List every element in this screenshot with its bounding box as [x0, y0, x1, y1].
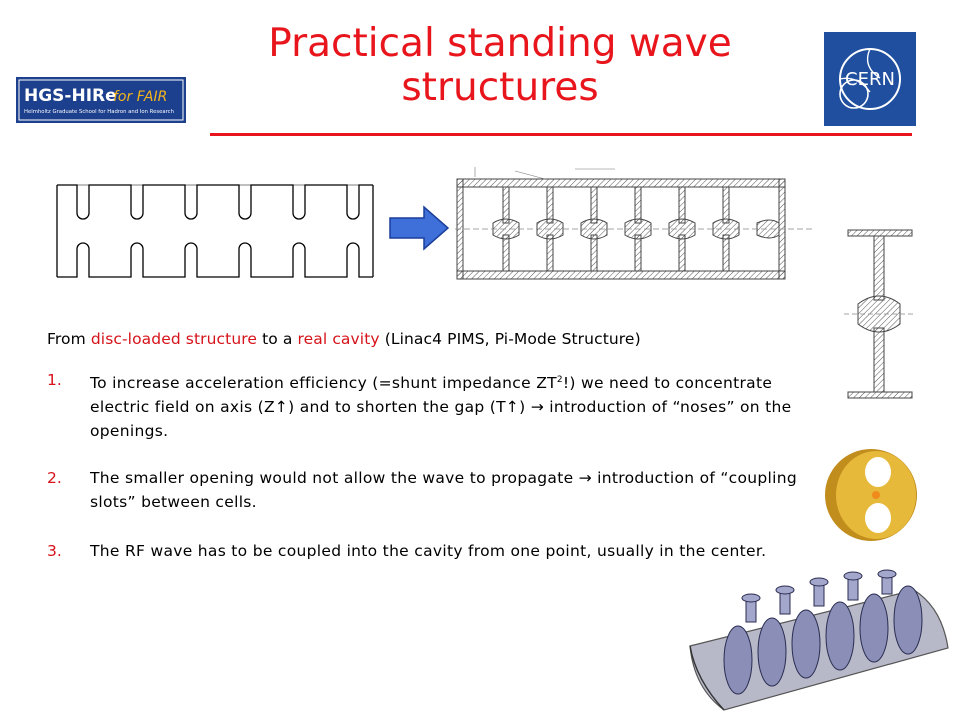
list-item-number: 2. [47, 469, 62, 487]
intro-highlight-real-cavity: real cavity [297, 330, 380, 348]
cavity-cell-render [825, 449, 917, 541]
intro-part1: From [47, 330, 91, 348]
hgs-logo-subtitle: Helmholtz Graduate School for Hadron and… [24, 109, 174, 115]
intro-text: From disc-loaded structure to a real cav… [47, 330, 641, 348]
hgs-logo-suffix: for FAIR [113, 89, 167, 105]
title-underline [210, 133, 912, 136]
list-item-number: 1. [47, 371, 62, 389]
list-item-text: The RF wave has to be coupled into the c… [90, 542, 767, 560]
intro-part3: (Linac4 PIMS, Pi-Mode Structure) [379, 330, 641, 348]
cern-logo: CERN [824, 32, 916, 126]
slide-title: Practical standing wave structures [200, 22, 800, 110]
intro-highlight-disc-loaded: disc-loaded structure [90, 330, 258, 348]
slide-title-line1: Practical standing wave [268, 21, 732, 66]
slide-title-line2: structures [401, 65, 599, 110]
right-arrow-icon [389, 205, 450, 251]
list-item-text: To increase acceleration efficiency (=sh… [90, 368, 830, 443]
pims-cavity-drawing [455, 167, 813, 280]
list-item-text: The smaller opening would not allow the … [90, 469, 798, 511]
cell-cross-section-drawing [844, 229, 916, 399]
hgs-hire-logo: HGS-HIRe for FAIR Helmholtz Graduate Sch… [16, 77, 186, 123]
list-item-text-a: To increase acceleration efficiency (=sh… [90, 374, 557, 393]
intro-part2: to a [257, 330, 298, 348]
list-item-number: 3. [47, 542, 62, 560]
disc-loaded-structure-diagram [56, 184, 374, 278]
cern-logo-text: CERN [845, 69, 895, 90]
superscript: 2 [556, 375, 563, 385]
list-item-text-b: !) we need to concentrate electric field… [90, 374, 792, 441]
hgs-logo-main: HGS-HIRe [24, 86, 117, 106]
pims-3d-render [689, 569, 949, 711]
